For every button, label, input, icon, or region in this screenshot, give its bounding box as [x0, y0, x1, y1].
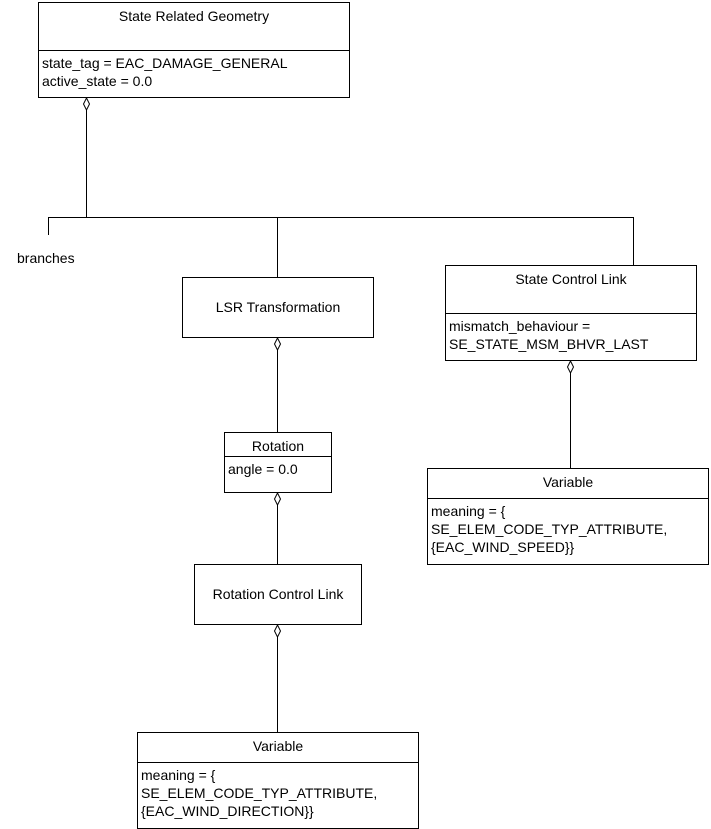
aggregation-diamond-icon	[82, 96, 91, 112]
aggregation-diamond-icon	[273, 336, 282, 352]
state-related-geometry-title: State Related Geometry	[118, 8, 270, 24]
rotation-box: Rotation angle = 0.0	[224, 432, 332, 493]
attr-mismatch-behaviour-value: SE_STATE_MSM_BHVR_LAST	[449, 336, 649, 352]
variable-wind-direction-title: Variable	[252, 738, 304, 754]
class-separator	[39, 50, 349, 51]
aggregation-diamond-icon	[566, 359, 575, 375]
class-separator	[428, 498, 708, 499]
attr-meaning-value: {EAC_WIND_DIRECTION}}	[141, 803, 314, 819]
variable-wind-speed-title: Variable	[542, 474, 594, 490]
class-separator	[138, 762, 418, 763]
rotation-attributes: angle = 0.0	[228, 460, 329, 478]
rotation-control-link-title: Rotation Control Link	[212, 586, 344, 602]
class-separator	[446, 313, 696, 314]
attr-meaning: meaning = {	[141, 767, 216, 783]
variable-wind-speed-attributes: meaning = { SE_ELEM_CODE_TYP_ATTRIBUTE, …	[431, 502, 706, 556]
aggregation-diamond-icon	[273, 491, 282, 507]
lsr-transformation-box: LSR Transformation	[182, 277, 374, 338]
class-separator	[225, 456, 331, 457]
attr-angle: angle = 0.0	[228, 461, 298, 477]
attr-meaning-code: SE_ELEM_CODE_TYP_ATTRIBUTE,	[141, 785, 378, 801]
rotation-title: Rotation	[251, 438, 305, 454]
state-control-link-title: State Control Link	[515, 271, 627, 287]
attr-mismatch-behaviour: mismatch_behaviour =	[449, 318, 591, 334]
state-control-link-box: State Control Link mismatch_behaviour = …	[445, 265, 697, 361]
aggregation-diamond-icon	[273, 623, 282, 639]
state-related-geometry-box: State Related Geometry state_tag = EAC_D…	[38, 2, 350, 98]
state-control-link-attributes: mismatch_behaviour = SE_STATE_MSM_BHVR_L…	[449, 317, 694, 353]
variable-wind-direction-attributes: meaning = { SE_ELEM_CODE_TYP_ATTRIBUTE, …	[141, 766, 416, 820]
attr-meaning-value: {EAC_WIND_SPEED}}	[431, 539, 575, 555]
state-related-geometry-attributes: state_tag = EAC_DAMAGE_GENERAL active_st…	[42, 54, 347, 90]
attr-meaning-code: SE_ELEM_CODE_TYP_ATTRIBUTE,	[431, 521, 668, 537]
attr-state-tag: state_tag = EAC_DAMAGE_GENERAL	[42, 55, 288, 71]
attr-meaning: meaning = {	[431, 503, 506, 519]
variable-wind-speed-box: Variable meaning = { SE_ELEM_CODE_TYP_AT…	[427, 468, 709, 565]
branches-label: branches	[17, 250, 75, 266]
rotation-control-link-box: Rotation Control Link	[194, 564, 362, 625]
lsr-transformation-title: LSR Transformation	[215, 299, 341, 315]
attr-active-state: active_state = 0.0	[42, 73, 153, 89]
variable-wind-direction-box: Variable meaning = { SE_ELEM_CODE_TYP_AT…	[137, 732, 419, 829]
